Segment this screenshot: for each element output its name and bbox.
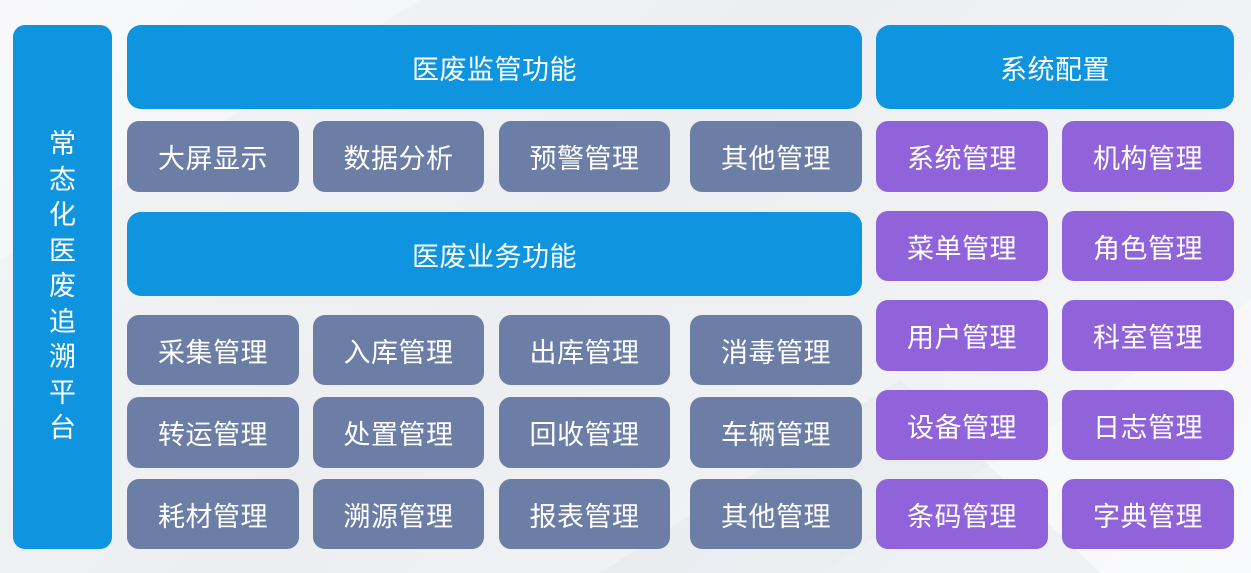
- menu-management[interactable]: 菜单管理: [876, 211, 1048, 281]
- platform-title-char: 态: [49, 164, 76, 196]
- supervision-header: 医废监管功能: [127, 25, 862, 109]
- log-management[interactable]: 日志管理: [1062, 390, 1234, 460]
- module-disinfection[interactable]: 消毒管理: [690, 315, 862, 385]
- module-recycling[interactable]: 回收管理: [499, 397, 670, 468]
- barcode-management[interactable]: 条码管理: [876, 479, 1048, 549]
- module-traceability[interactable]: 溯源管理: [313, 479, 484, 549]
- system-management[interactable]: 系统管理: [876, 121, 1048, 192]
- dictionary-management[interactable]: 字典管理: [1062, 479, 1234, 549]
- platform-title-char: 溯: [49, 342, 76, 374]
- device-management[interactable]: 设备管理: [876, 390, 1048, 460]
- platform-title-char: 平: [49, 377, 76, 409]
- module-reports[interactable]: 报表管理: [499, 479, 670, 549]
- module-disposal[interactable]: 处置管理: [313, 397, 484, 468]
- platform-title-char: 追: [49, 306, 76, 338]
- module-warehouse-out[interactable]: 出库管理: [499, 315, 670, 385]
- module-data-analysis[interactable]: 数据分析: [313, 121, 484, 192]
- platform-title-char: 常: [49, 129, 76, 161]
- module-big-screen[interactable]: 大屏显示: [127, 121, 299, 192]
- platform-title-char: 台: [49, 413, 76, 445]
- platform-title-char: 医: [49, 235, 76, 267]
- module-transport[interactable]: 转运管理: [127, 397, 299, 468]
- platform-title-char: 化: [49, 200, 76, 232]
- business-header: 医废业务功能: [127, 212, 862, 296]
- platform-title-bar: 常 态 化 医 废 追 溯 平 台: [13, 25, 112, 549]
- role-management[interactable]: 角色管理: [1062, 211, 1234, 281]
- module-vehicle[interactable]: 车辆管理: [690, 397, 862, 468]
- department-management[interactable]: 科室管理: [1062, 300, 1234, 371]
- module-other-supervision[interactable]: 其他管理: [690, 121, 862, 192]
- module-warehouse-in[interactable]: 入库管理: [313, 315, 484, 385]
- system-header: 系统配置: [876, 25, 1234, 109]
- org-management[interactable]: 机构管理: [1062, 121, 1234, 192]
- platform-title-char: 废: [49, 271, 76, 303]
- user-management[interactable]: 用户管理: [876, 300, 1048, 371]
- module-alert-management[interactable]: 预警管理: [499, 121, 670, 192]
- module-collection[interactable]: 采集管理: [127, 315, 299, 385]
- module-other-business[interactable]: 其他管理: [690, 479, 862, 549]
- module-consumables[interactable]: 耗材管理: [127, 479, 299, 549]
